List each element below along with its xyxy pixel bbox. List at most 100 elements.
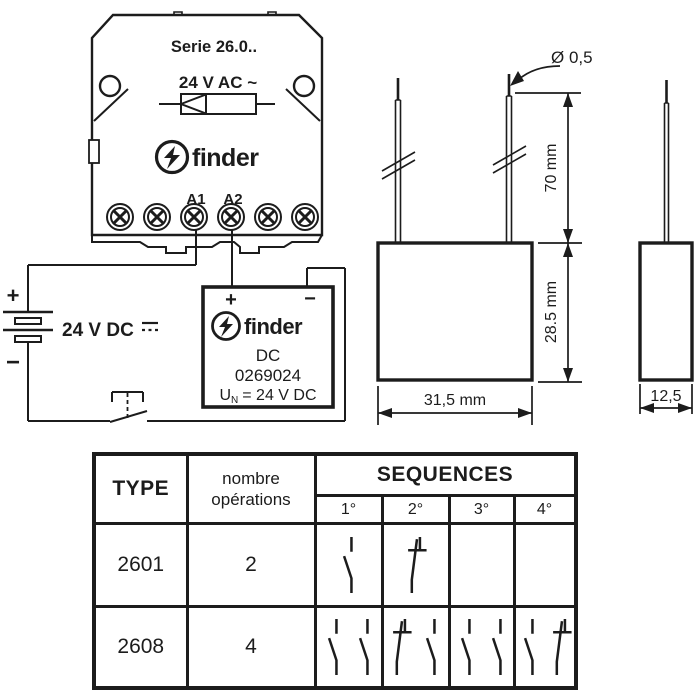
sequence-cell <box>380 605 451 690</box>
arrowhead <box>518 408 532 418</box>
sequence-cell <box>447 605 516 690</box>
contact-symbol-open <box>523 618 534 676</box>
leader-arrowhead <box>510 71 524 86</box>
un-subscript: N <box>231 395 238 406</box>
body-side <box>638 241 694 382</box>
coil-voltage-label: 24 V AC ~ <box>179 73 257 92</box>
body-width-label: 31,5 mm <box>424 392 486 409</box>
contact-symbol-closed <box>552 618 572 676</box>
wire-diameter-label: Ø 0,5 <box>551 48 593 67</box>
operations-header-line2: opérations <box>211 490 291 509</box>
arrowhead <box>640 403 654 413</box>
screw-a1 <box>180 203 208 231</box>
sequence-table-container: TYPE nombre opérations SEQUENCES 1° 2° 3… <box>92 452 578 690</box>
top-edge-notches <box>173 11 277 15</box>
operations-header: nombre opérations <box>185 452 317 525</box>
body-depth-label: 12,5 <box>650 388 681 405</box>
sequence-cell <box>380 522 451 608</box>
dim-31mm-lines <box>377 386 533 425</box>
arrowhead <box>563 243 573 257</box>
un-suffix: = 24 V DC <box>242 387 316 404</box>
sequences-header: SEQUENCES <box>313 452 577 497</box>
bottom-profile <box>91 234 323 254</box>
contact-symbol-open <box>425 618 436 676</box>
screw <box>143 203 171 231</box>
dc-module-plus: + <box>225 289 237 311</box>
pushbutton-symbol <box>109 391 148 423</box>
screw <box>254 203 282 231</box>
sequence-cell <box>512 605 577 690</box>
battery-minus-label: − <box>6 349 20 376</box>
extension-lines <box>515 92 582 383</box>
screw <box>291 203 319 231</box>
contact-symbol-closed <box>408 536 427 594</box>
terminal-screws <box>106 203 319 231</box>
break-marks <box>381 145 527 180</box>
terminal-a1-label: A1 <box>186 191 205 208</box>
arrowhead <box>678 403 692 413</box>
arrowhead <box>563 368 573 382</box>
contact-symbol-open <box>460 618 471 676</box>
wire-length-label: 70 mm <box>543 144 560 193</box>
sequence-cell <box>512 522 577 608</box>
dc-module-type: DC <box>256 346 281 365</box>
wire-tips <box>396 74 511 100</box>
dc-current-symbol <box>142 321 158 332</box>
dimension-drawing-front <box>376 74 534 382</box>
contact-symbol-open <box>342 536 353 594</box>
corner-panel-lines <box>93 88 321 122</box>
un-prefix: U <box>219 387 231 404</box>
brand-wordmark: finder <box>192 144 259 172</box>
battery-plus-label: + <box>7 283 20 308</box>
arrowhead <box>563 229 573 243</box>
step-header-1: 1° <box>313 494 384 525</box>
dc-module: + − finder DC 0269024 UN= 24 V DC <box>201 285 335 409</box>
side-clip <box>88 139 100 164</box>
step-header-3: 3° <box>447 494 516 525</box>
body-height-label: 28.5 mm <box>543 281 560 343</box>
dc-module-un: UN = 24 V DC <box>219 387 316 406</box>
operations-cell-2608: 4 <box>185 605 317 690</box>
step-header-4: 4° <box>512 494 577 525</box>
sequence-cell <box>313 522 384 608</box>
finder-logo <box>154 139 190 175</box>
lead-wires <box>394 95 513 243</box>
contact-symbol-open <box>358 618 369 676</box>
mounting-hole-left <box>98 74 122 98</box>
screw <box>106 203 134 231</box>
type-cell-2601: 2601 <box>92 522 189 608</box>
terminal-a2-label: A2 <box>223 191 242 208</box>
contact-symbol-open <box>327 618 338 676</box>
dc-module-outline <box>201 285 335 409</box>
contact-symbol-closed <box>392 618 412 676</box>
wiring-diagram: + − 24 V DC <box>3 230 346 423</box>
sequence-cell <box>313 605 384 690</box>
side-lead-wire <box>663 102 670 243</box>
operations-cell-2601: 2 <box>185 522 317 608</box>
rectifier-coil-symbol <box>159 93 275 115</box>
sequence-cell <box>447 522 516 608</box>
dimension-annotations: Ø 0,5 70 mm 28.5 mm 31,5 mm 12,5 <box>377 48 693 425</box>
arrowhead <box>563 93 573 107</box>
type-cell-2608: 2608 <box>92 605 189 690</box>
relay-module-front-view: Serie 26.0.. 24 V AC ~ finder A1 A2 <box>88 11 324 254</box>
contact-symbol-open <box>491 618 502 676</box>
dc-module-brand: finder <box>244 314 303 339</box>
wires <box>27 230 346 422</box>
screw-a2 <box>217 203 245 231</box>
finder-logo-small <box>211 311 241 341</box>
body-front <box>376 241 534 382</box>
type-header: TYPE <box>92 452 189 525</box>
supply-voltage-label: 24 V DC <box>62 320 134 341</box>
mounting-hole-right <box>292 74 316 98</box>
dimension-drawing-side <box>638 80 694 382</box>
operations-header-line1: nombre <box>222 468 280 488</box>
arrowhead <box>378 408 392 418</box>
sequence-table: TYPE nombre opérations SEQUENCES 1° 2° 3… <box>92 452 578 690</box>
battery-symbol <box>3 310 53 343</box>
dc-module-minus: − <box>304 288 316 310</box>
step-header-2: 2° <box>380 494 451 525</box>
diameter-leader-line <box>517 65 561 81</box>
